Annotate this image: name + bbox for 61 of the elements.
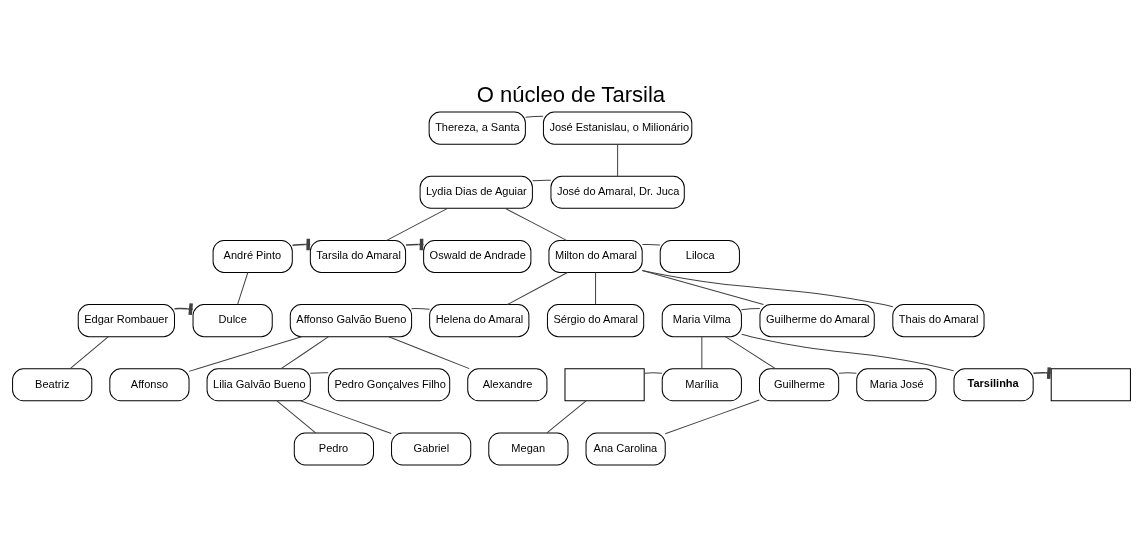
connector xyxy=(701,336,703,369)
connector xyxy=(546,400,587,434)
connector xyxy=(188,336,302,372)
connector xyxy=(664,399,760,435)
connector xyxy=(617,143,619,177)
connector xyxy=(276,400,317,434)
connector xyxy=(595,272,597,305)
node-box: Dulce xyxy=(192,304,273,338)
connector xyxy=(641,243,661,246)
node-box: Maria Vilma xyxy=(661,304,742,338)
node-box: Edgar Rombauer xyxy=(77,304,175,338)
connector xyxy=(507,272,568,305)
connector xyxy=(525,115,544,118)
connector xyxy=(280,336,330,370)
connector xyxy=(724,336,776,370)
connector xyxy=(309,372,329,374)
connector xyxy=(641,270,764,306)
node-box: Marília xyxy=(661,368,742,402)
node-box xyxy=(1050,368,1131,402)
connector xyxy=(411,308,431,310)
node-box: Lilia Galvão Bueno xyxy=(206,368,311,402)
node-box: Pedro xyxy=(293,432,374,466)
connector xyxy=(299,400,392,435)
node-box: Affonso xyxy=(109,368,190,402)
node-box: André Pinto xyxy=(212,239,293,273)
node-box: Affonso Galvão Bueno xyxy=(289,304,413,338)
connector xyxy=(69,336,109,370)
node-box: Oswald de Andrade xyxy=(423,239,532,273)
node-box: Gabriel xyxy=(391,432,472,466)
connector xyxy=(388,336,470,370)
node-box: Ana Carolina xyxy=(585,432,666,466)
node-box: Megan xyxy=(488,432,569,466)
node-box: Maria José xyxy=(856,368,937,402)
connector xyxy=(532,179,552,182)
node-box: Guilherme do Amaral xyxy=(759,304,875,338)
node-box: Lydia Dias de Aguiar xyxy=(419,175,533,209)
connector xyxy=(504,207,568,241)
node-box: Tarsila do Amaral xyxy=(309,239,407,273)
connector xyxy=(641,269,894,308)
node-box: José Estanislau, o Milionário xyxy=(542,111,693,145)
node-box: Beatriz xyxy=(12,368,93,402)
node-box xyxy=(564,368,645,402)
connector xyxy=(386,207,449,241)
node-box: Tarsilinha xyxy=(953,368,1034,402)
node-box: Pedro Gonçalves Filho xyxy=(327,368,451,402)
node-box: José do Amaral, Dr. Juca xyxy=(550,175,685,209)
connector xyxy=(237,272,249,305)
connector xyxy=(741,333,955,372)
node-box: Thais do Amaral xyxy=(892,304,985,338)
connector xyxy=(644,372,663,374)
node-box: Guilherme xyxy=(759,368,840,402)
node-box: Liloca xyxy=(659,239,740,273)
node-box: Milton do Amaral xyxy=(548,239,643,273)
node-box: Sérgio do Amaral xyxy=(546,304,645,338)
connector xyxy=(1032,367,1052,379)
connector xyxy=(838,372,857,374)
node-box: Alexandre xyxy=(467,368,548,402)
node-box: Helena do Amaral xyxy=(429,304,530,338)
node-box: Thereza, a Santa xyxy=(428,111,526,145)
connector xyxy=(740,308,761,311)
diagram-title: O núcleo de Tarsila xyxy=(476,81,666,107)
